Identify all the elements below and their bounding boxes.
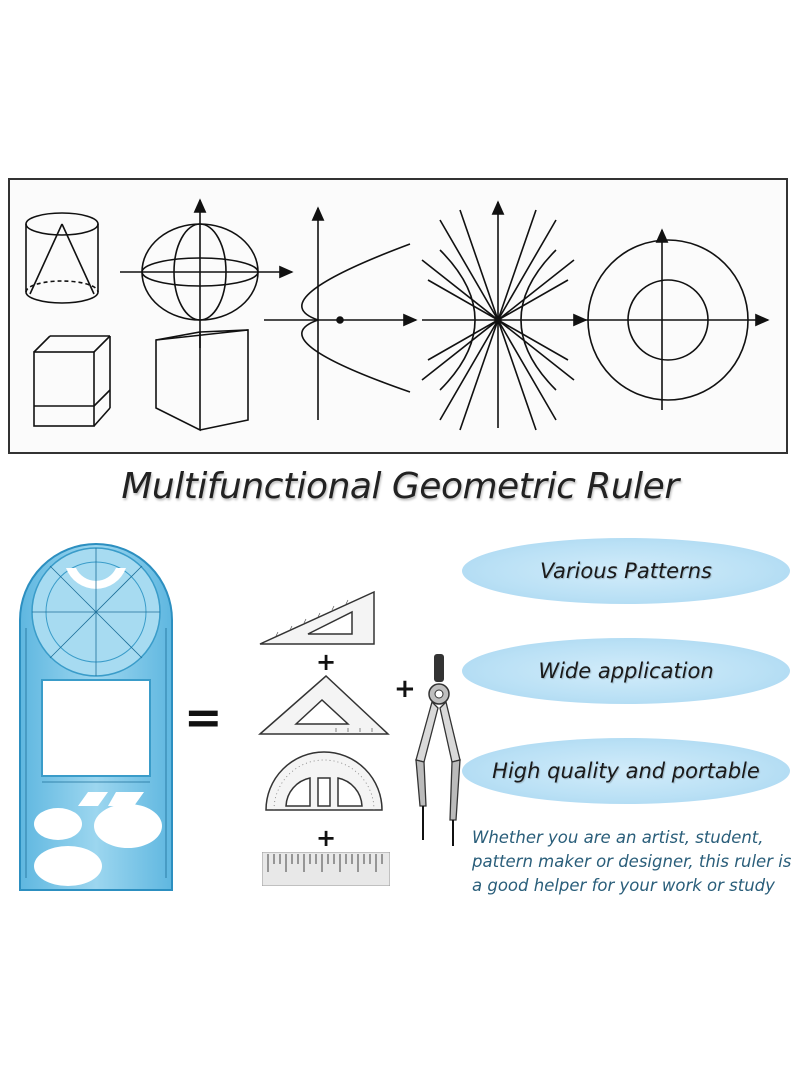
set-square-45-image (256, 588, 378, 652)
concentric-circles-icon (578, 228, 770, 410)
feature-label: Various Patterns (540, 559, 712, 583)
line-star-icon (421, 200, 588, 431)
equals-sign: = (184, 690, 223, 744)
set-square-30-60-image (256, 672, 392, 742)
feature-pill-high-quality: High quality and portable (462, 738, 790, 804)
drawing-compass-image (410, 650, 466, 854)
straight-ruler-image (261, 851, 391, 890)
cylinder-cone-icon (25, 212, 99, 304)
feature-label: Wide application (538, 659, 714, 683)
plus-sign: + (316, 648, 337, 676)
cube-icon (33, 335, 111, 427)
feature-pill-various-patterns: Various Patterns (462, 538, 790, 604)
feature-pill-wide-application: Wide application (462, 638, 790, 704)
geometry-examples-drawing (25, 198, 770, 432)
geometry-examples-panel (8, 178, 788, 454)
geometric-ruler-image (12, 528, 180, 904)
plus-sign: + (394, 674, 416, 704)
ellipsoid-icon (120, 198, 294, 348)
parabola-icon (264, 206, 418, 420)
product-description: Whether you are an artist, student, patt… (472, 828, 792, 895)
protractor-image (262, 748, 386, 818)
triangular-prism-icon (155, 329, 249, 432)
plus-sign: + (316, 824, 337, 852)
feature-label: High quality and portable (492, 759, 760, 783)
page-title: Multifunctional Geometric Ruler (121, 466, 679, 507)
